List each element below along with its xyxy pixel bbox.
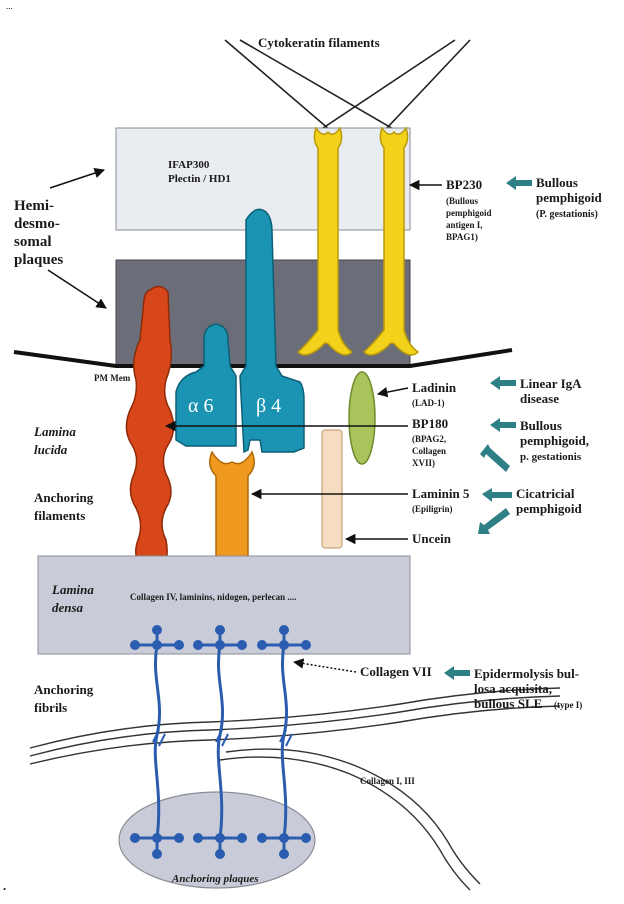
collagen7-dot: [237, 833, 247, 843]
lamina-densa-box: [38, 556, 410, 654]
collagen7-break: [159, 734, 165, 746]
cicatricial-arrow-mid: [482, 488, 512, 502]
collagen7-dot: [257, 640, 267, 650]
bp230-detail-2: pemphigoid: [446, 208, 492, 218]
laminin5-detail: (Epiligrin): [412, 504, 453, 514]
anchoring-filaments-label-2: filaments: [34, 508, 85, 523]
bp180-disease-3: p. gestationis: [520, 451, 582, 463]
hemi-arrow-upper: [50, 170, 104, 188]
laminin5-disease-2: pemphigoid: [516, 501, 583, 516]
ladinin-pointer: [378, 388, 408, 394]
ladinin-disease-arrow: [490, 376, 516, 390]
laminin5-name: Laminin 5: [412, 486, 470, 501]
uncein-molecule: [322, 430, 342, 548]
collagen7-dot: [257, 833, 267, 843]
collagen7-dot: [279, 625, 289, 635]
lamina-densa-label-2: densa: [52, 600, 84, 615]
ladinin-disease-2: disease: [520, 391, 559, 406]
ladinin-disease-1: Linear IgA: [520, 376, 582, 391]
plectin-label: Plectin / HD1: [168, 173, 231, 185]
collagen7-dot: [193, 833, 203, 843]
cytokeratin-filaments: [225, 40, 470, 130]
cicatricial-arrow-down: [478, 508, 510, 534]
bp230-detail-1: (Bullous: [446, 196, 479, 206]
lamina-densa-label-1: Lamina: [51, 582, 94, 597]
hemi-label-3: somal: [14, 234, 52, 250]
collagen7-dot: [215, 625, 225, 635]
collagen7-fibrils: [130, 625, 311, 859]
hemi-label-2: desmo-: [14, 216, 60, 232]
collagen7-dot: [237, 640, 247, 650]
collagen7-dot: [152, 625, 162, 635]
anchoring-fibrils-label-1: Anchoring: [34, 682, 94, 697]
bp180-disease-2: pemphigoid,: [520, 433, 589, 448]
collagen7-dot: [152, 849, 162, 859]
collagen13-label: Collagen I, III: [360, 776, 415, 786]
anchoring-filaments-label-1: Anchoring: [34, 490, 94, 505]
hemi-arrow-lower: [48, 270, 106, 308]
ladinin-detail: (LAD-1): [412, 398, 445, 408]
disease-arrows: [444, 176, 532, 680]
collagen7-pointer: [294, 662, 356, 672]
collagen7-name: Collagen VII: [360, 664, 432, 679]
bp230-disease-1: Bullous: [536, 175, 578, 190]
lamina-densa-content: Collagen IV, laminins, nidogen, perlecan…: [130, 592, 296, 602]
collagen7-dot: [174, 640, 184, 650]
uncein-name: Uncein: [412, 531, 452, 546]
ifap-label: IFAP300: [168, 159, 210, 171]
collagen7-dot: [130, 640, 140, 650]
collagen7-disease-arrow: [444, 666, 470, 680]
bp230-name: BP230: [446, 177, 482, 192]
lamina-lucida-label-1: Lamina: [33, 424, 76, 439]
corner-mark: ...: [6, 1, 13, 11]
beta4-label: β 4: [256, 395, 281, 417]
collagen7-dot: [279, 849, 289, 859]
collagen7-dot: [301, 640, 311, 650]
bp180-disease-arrow: [490, 418, 516, 432]
bp180-disease-1: Bullous: [520, 418, 562, 433]
alpha6-label: α 6: [188, 395, 213, 417]
pm-label: PM Mem: [94, 373, 131, 383]
collagen7-dot: [130, 833, 140, 843]
collagen7-disease-1: Epidermolysis bul-: [474, 666, 579, 681]
bp230-disease-3: (P. gestationis): [536, 209, 598, 220]
collagen7-disease-2: losa acquisita,: [474, 681, 552, 696]
cicatricial-arrow-up: [480, 444, 510, 472]
bp180-detail-1: (BPAG2,: [412, 434, 446, 444]
ladinin-name: Ladinin: [412, 380, 457, 395]
collagen7-dot: [193, 640, 203, 650]
bp180-name: BP180: [412, 416, 448, 431]
anchoring-plaques-label: Anchoring plaques: [171, 873, 259, 885]
bp180-detail-3: XVII): [412, 458, 435, 468]
collagen7-disease-4: (type I): [554, 700, 582, 710]
bp230-detail-4: BPAG1): [446, 232, 478, 242]
bp230-disease-arrow: [506, 176, 532, 190]
hemi-label-4: plaques: [14, 252, 63, 268]
collagen7-dot: [301, 833, 311, 843]
collagen7-disease-3: bullous SLE: [474, 696, 542, 711]
lamina-lucida-label-2: lucida: [34, 442, 68, 457]
bp230-disease-2: pemphigoid: [536, 190, 603, 205]
collagen7-dot: [174, 833, 184, 843]
cytokeratin-label: Cytokeratin filaments: [258, 35, 380, 50]
bp230-detail-3: antigen I,: [446, 220, 483, 230]
collagen7-dot: [215, 849, 225, 859]
stray-dot: .: [3, 878, 6, 893]
hemi-label-1: Hemi-: [14, 198, 54, 214]
bp180-detail-2: Collagen: [412, 446, 446, 456]
laminin5-disease-1: Cicatricial: [516, 486, 575, 501]
ladinin-molecule: [349, 372, 375, 464]
anchoring-fibrils-label-2: fibrils: [34, 700, 67, 715]
